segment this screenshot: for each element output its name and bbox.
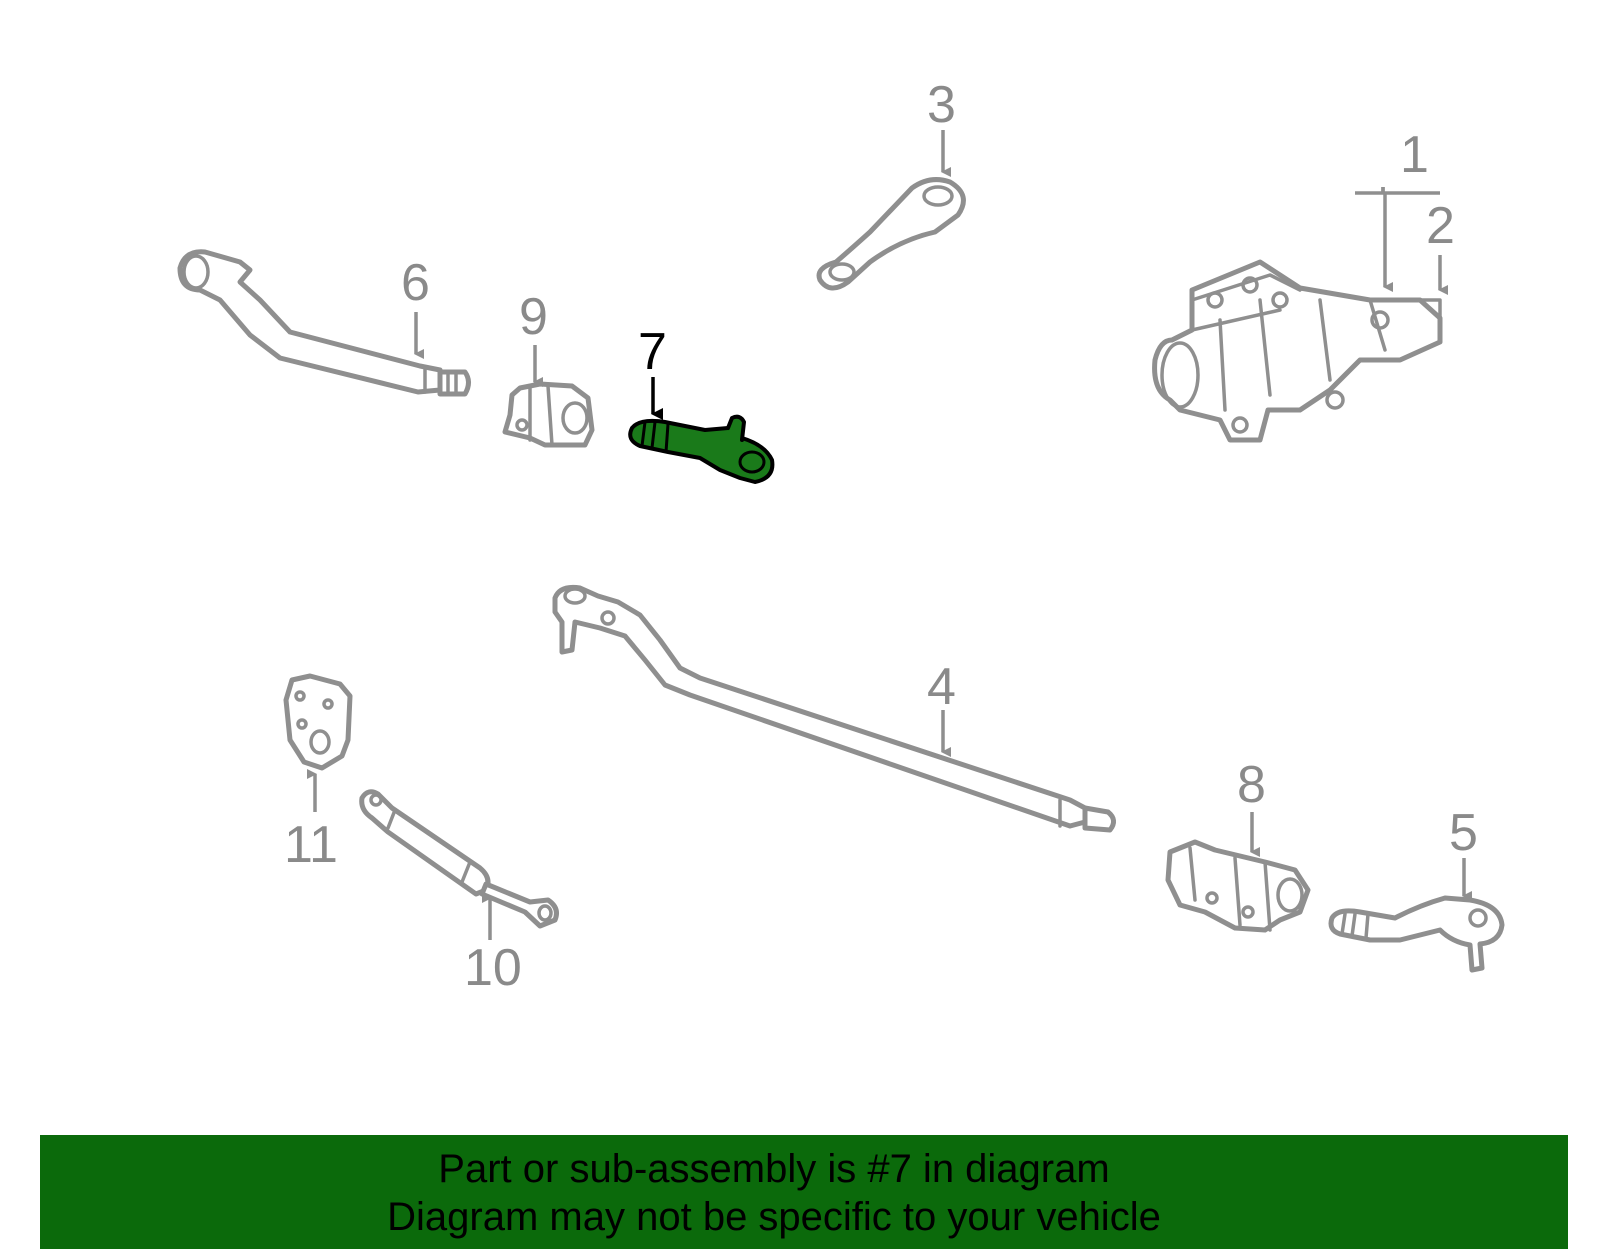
parts-diagram: 3 1 2 6 9 7 xyxy=(177,76,1505,997)
callout-10: 10 xyxy=(464,939,522,997)
callout-9: 9 xyxy=(519,288,548,346)
callout-6: 6 xyxy=(401,254,430,312)
leader-1 xyxy=(1355,187,1440,195)
part-3-pitman-arm[interactable] xyxy=(816,177,966,291)
part-4-tie-rod[interactable] xyxy=(552,585,1116,833)
part-10-steering-damper[interactable] xyxy=(359,789,559,929)
callout-7: 7 xyxy=(638,323,667,381)
callout-8: 8 xyxy=(1237,756,1266,814)
callout-1: 1 xyxy=(1400,126,1429,184)
callout-2: 2 xyxy=(1426,197,1455,255)
callout-3: 3 xyxy=(927,76,956,134)
part-1-steering-gear[interactable] xyxy=(1152,259,1443,443)
callout-11: 11 xyxy=(284,816,338,874)
part-11-bracket[interactable] xyxy=(283,673,353,771)
part-7-tie-rod-end[interactable] xyxy=(628,414,775,484)
banner-line-2: Diagram may not be specific to your vehi… xyxy=(387,1195,1161,1239)
info-banner: Part or sub-assembly is #7 in diagram Di… xyxy=(40,1135,1568,1249)
banner-line-1: Part or sub-assembly is #7 in diagram xyxy=(438,1147,1110,1191)
part-6-drag-link[interactable] xyxy=(177,249,471,397)
part-5-tie-rod-end[interactable] xyxy=(1328,895,1505,973)
part-9-clamp[interactable] xyxy=(502,381,595,448)
part-8-clamp[interactable] xyxy=(1165,839,1311,933)
callout-4: 4 xyxy=(927,658,956,716)
callout-5: 5 xyxy=(1449,804,1478,862)
